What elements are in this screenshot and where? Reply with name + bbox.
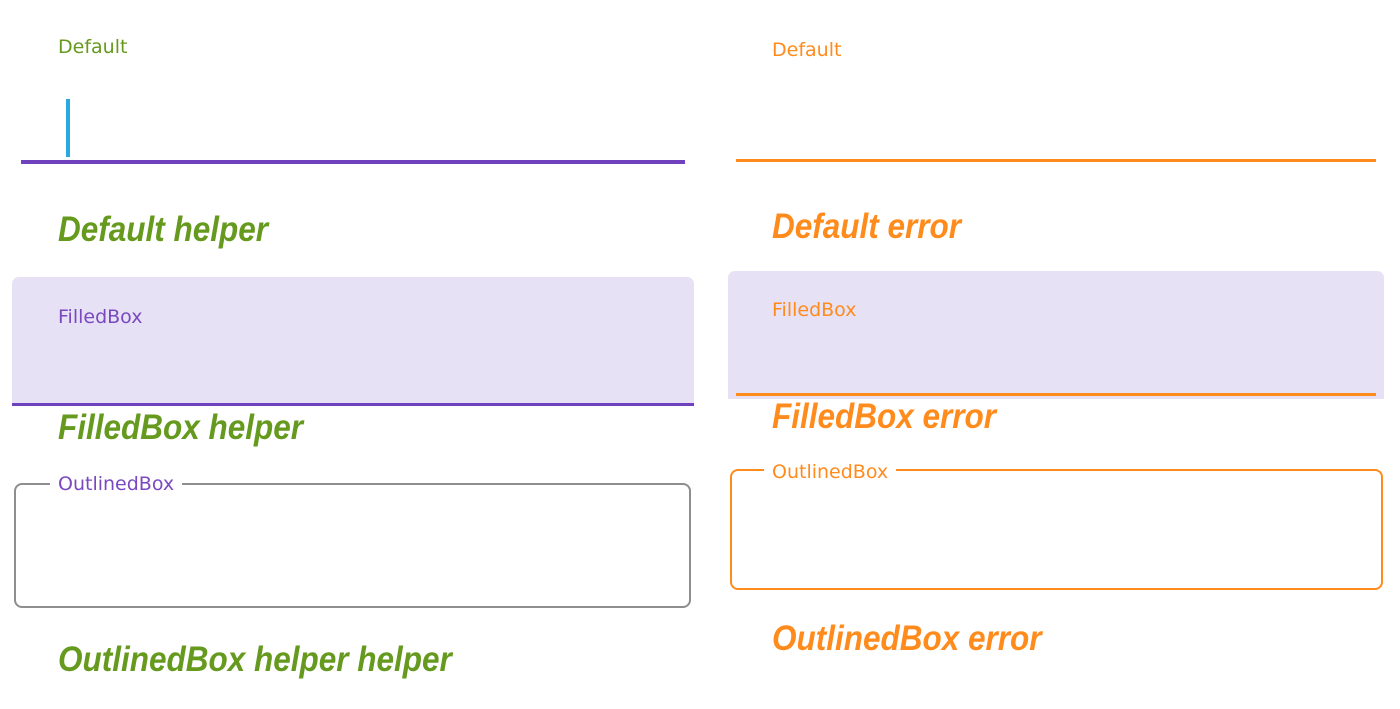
filledbox-error-field-underline — [736, 393, 1376, 396]
filledbox-helper-text: FilledBox helper — [58, 408, 304, 447]
default-error-field-underline — [736, 159, 1376, 162]
outlinedbox-field-label: OutlinedBox — [50, 475, 183, 494]
default-error-text: Default error — [772, 207, 962, 246]
outlinedbox-text-field[interactable] — [14, 483, 691, 608]
outlinedbox-helper-text: OutlinedBox helper helper — [58, 640, 452, 679]
filledbox-field-label: FilledBox — [58, 306, 143, 328]
default-helper-text: Default helper — [58, 210, 269, 249]
default-field-label: Default — [58, 36, 128, 58]
outlinedbox-error-text-field[interactable] — [730, 469, 1383, 590]
filledbox-text-field[interactable] — [12, 277, 694, 405]
filledbox-error-text-field[interactable] — [728, 271, 1384, 399]
filledbox-field-underline — [12, 403, 694, 406]
text-cursor — [66, 99, 70, 157]
default-error-field-label: Default — [772, 39, 842, 61]
default-field-underline — [21, 160, 685, 164]
filledbox-error-text: FilledBox error — [772, 397, 997, 436]
outlinedbox-error-text: OutlinedBox error — [772, 619, 1042, 658]
filledbox-error-field-label: FilledBox — [772, 299, 857, 321]
outlinedbox-error-field-label: OutlinedBox — [764, 463, 897, 482]
